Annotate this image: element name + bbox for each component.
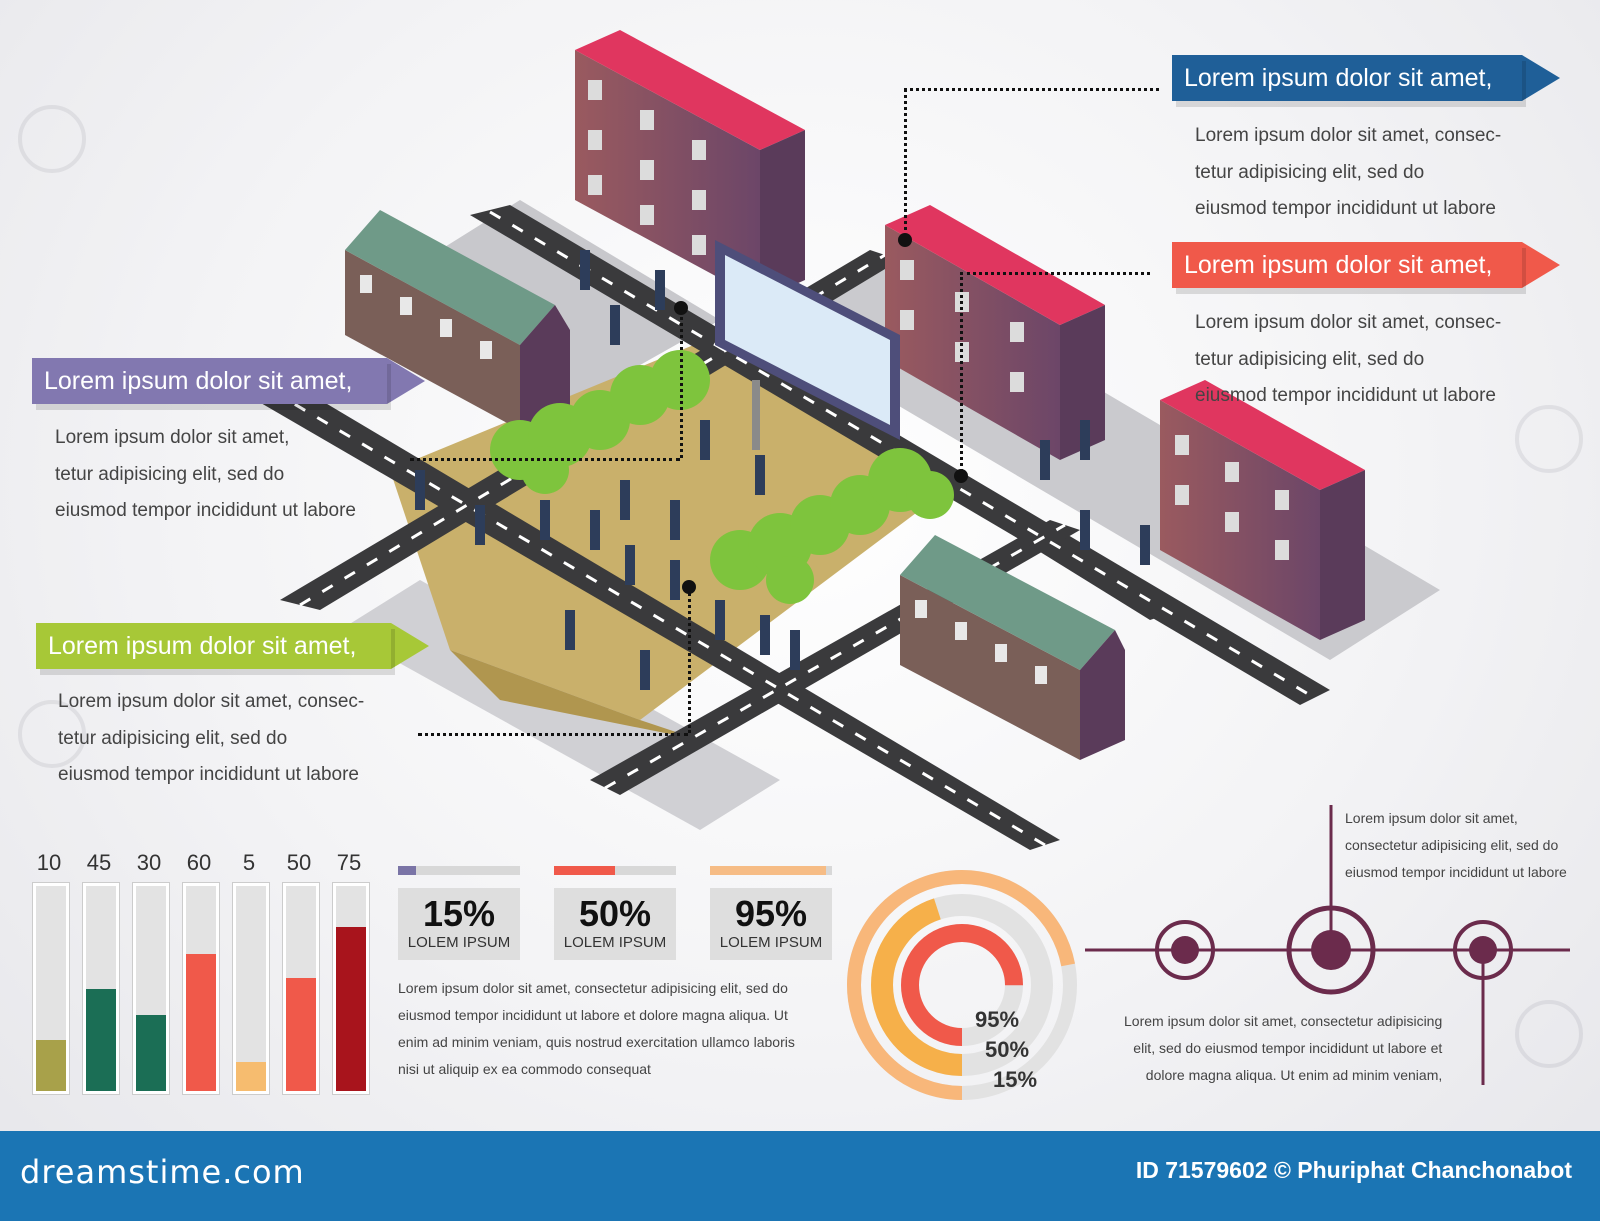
bar-value-label: 60	[186, 850, 212, 875]
ring-arc	[901, 924, 1023, 1046]
ring-label: 50%	[985, 1037, 1030, 1062]
ring-arc	[847, 870, 1077, 1100]
banner-red-arrow	[1172, 242, 1560, 288]
bar-fill	[186, 953, 216, 1091]
bar-fill	[36, 1039, 66, 1091]
stat-progress-bar	[710, 866, 832, 875]
connector-dot	[898, 233, 912, 247]
ring-arc	[871, 894, 1053, 1076]
bar-value-label: 50	[286, 850, 312, 875]
banner-purple: Lorem ipsum dolor sit amet,	[32, 358, 387, 404]
connector-dot	[954, 469, 968, 483]
bar-value-label: 45	[86, 850, 112, 875]
stat-progress-fill	[710, 866, 826, 875]
bar-value-label: 75	[336, 850, 362, 875]
connector-purple	[410, 458, 680, 461]
body-text-red: Lorem ipsum dolor sit amet, consec-tetur…	[1195, 312, 1502, 406]
bar-track	[133, 883, 169, 1094]
brand-logo[interactable]: dreamstime.com	[20, 1153, 305, 1191]
connector-blue	[904, 88, 1159, 91]
ring-label: 15%	[993, 1067, 1038, 1092]
connector-red	[960, 272, 1150, 275]
watermark-swirl-icon	[1515, 1000, 1583, 1068]
watermark-swirl-icon	[18, 105, 86, 173]
stats-paragraph: Lorem ipsum dolor sit amet, consectetur …	[398, 980, 795, 1077]
banner-green: Lorem ipsum dolor sit amet,	[36, 623, 391, 669]
bar-track	[83, 883, 119, 1094]
body-text-purple: Lorem ipsum dolor sit amet,tetur adipisi…	[55, 427, 357, 521]
timeline-graphic	[1085, 805, 1570, 1085]
bar-fill	[236, 1062, 266, 1091]
stat-box: 95% LOLEM IPSUM	[710, 888, 832, 960]
connector-blue-vertical	[904, 88, 907, 238]
stat-progress-fill	[554, 866, 615, 875]
stat-label: LOLEM IPSUM	[407, 934, 511, 951]
stat-progress-bar	[398, 866, 520, 875]
stat-percent: 50%	[578, 893, 652, 934]
stat-box: 50% LOLEM IPSUM	[554, 888, 676, 960]
image-credit: ID 71579602 © Phuriphat Chanchonabot	[1135, 1157, 1572, 1183]
connector-green-vertical	[688, 588, 691, 733]
connector-dot	[674, 301, 688, 315]
watermark-swirl-icon	[18, 700, 86, 768]
stat-percent: 15%	[422, 893, 496, 934]
bar-value-label: 5	[242, 850, 256, 875]
banner-purple-arrow	[32, 358, 425, 404]
connector-purple-vertical	[680, 310, 683, 458]
body-text-blue: Lorem ipsum dolor sit amet, consec-tetur…	[1195, 125, 1502, 219]
bar-track	[283, 883, 319, 1094]
banner-blue: Lorem ipsum dolor sit amet,	[1172, 55, 1522, 101]
banner-blue-arrow	[1172, 55, 1560, 101]
bar-track	[233, 883, 269, 1094]
watermark-swirl-icon	[1515, 405, 1583, 473]
bar-fill	[286, 978, 316, 1091]
bar-fill	[86, 988, 116, 1091]
stat-progress-fill	[398, 866, 417, 875]
bar-track	[183, 883, 219, 1094]
ring-label: 95%	[975, 1007, 1020, 1032]
timeline-top-text: Lorem ipsum dolor sit amet,consectetur a…	[1345, 810, 1567, 880]
timeline-bottom-text: Lorem ipsum dolor sit amet, consectetur …	[1124, 1013, 1443, 1083]
bar-track	[333, 883, 369, 1094]
bar-track	[33, 883, 69, 1094]
bar-fill	[136, 1015, 166, 1091]
concentric-ring-chart	[847, 870, 1077, 1100]
stat-label: LOLEM IPSUM	[563, 934, 667, 951]
stat-box: 15% LOLEM IPSUM	[398, 888, 520, 960]
bar-value-label: 30	[136, 850, 162, 875]
bar-fill	[336, 927, 366, 1091]
connector-red-vertical	[960, 272, 963, 472]
bar-value-label: 10	[36, 850, 62, 875]
banner-red: Lorem ipsum dolor sit amet,	[1172, 242, 1522, 288]
banner-green-arrow	[36, 623, 429, 669]
isometric-city-illustration	[230, 30, 1440, 850]
connector-green	[418, 733, 688, 736]
stat-progress-bar	[554, 866, 676, 875]
footer-bar: dreamstime.com ID 71579602 © Phuriphat C…	[0, 1131, 1600, 1221]
stat-percent: 95%	[734, 893, 808, 934]
stat-label: LOLEM IPSUM	[719, 934, 823, 951]
body-text-green: Lorem ipsum dolor sit amet, consec-tetur…	[58, 691, 365, 785]
connector-dot	[682, 580, 696, 594]
